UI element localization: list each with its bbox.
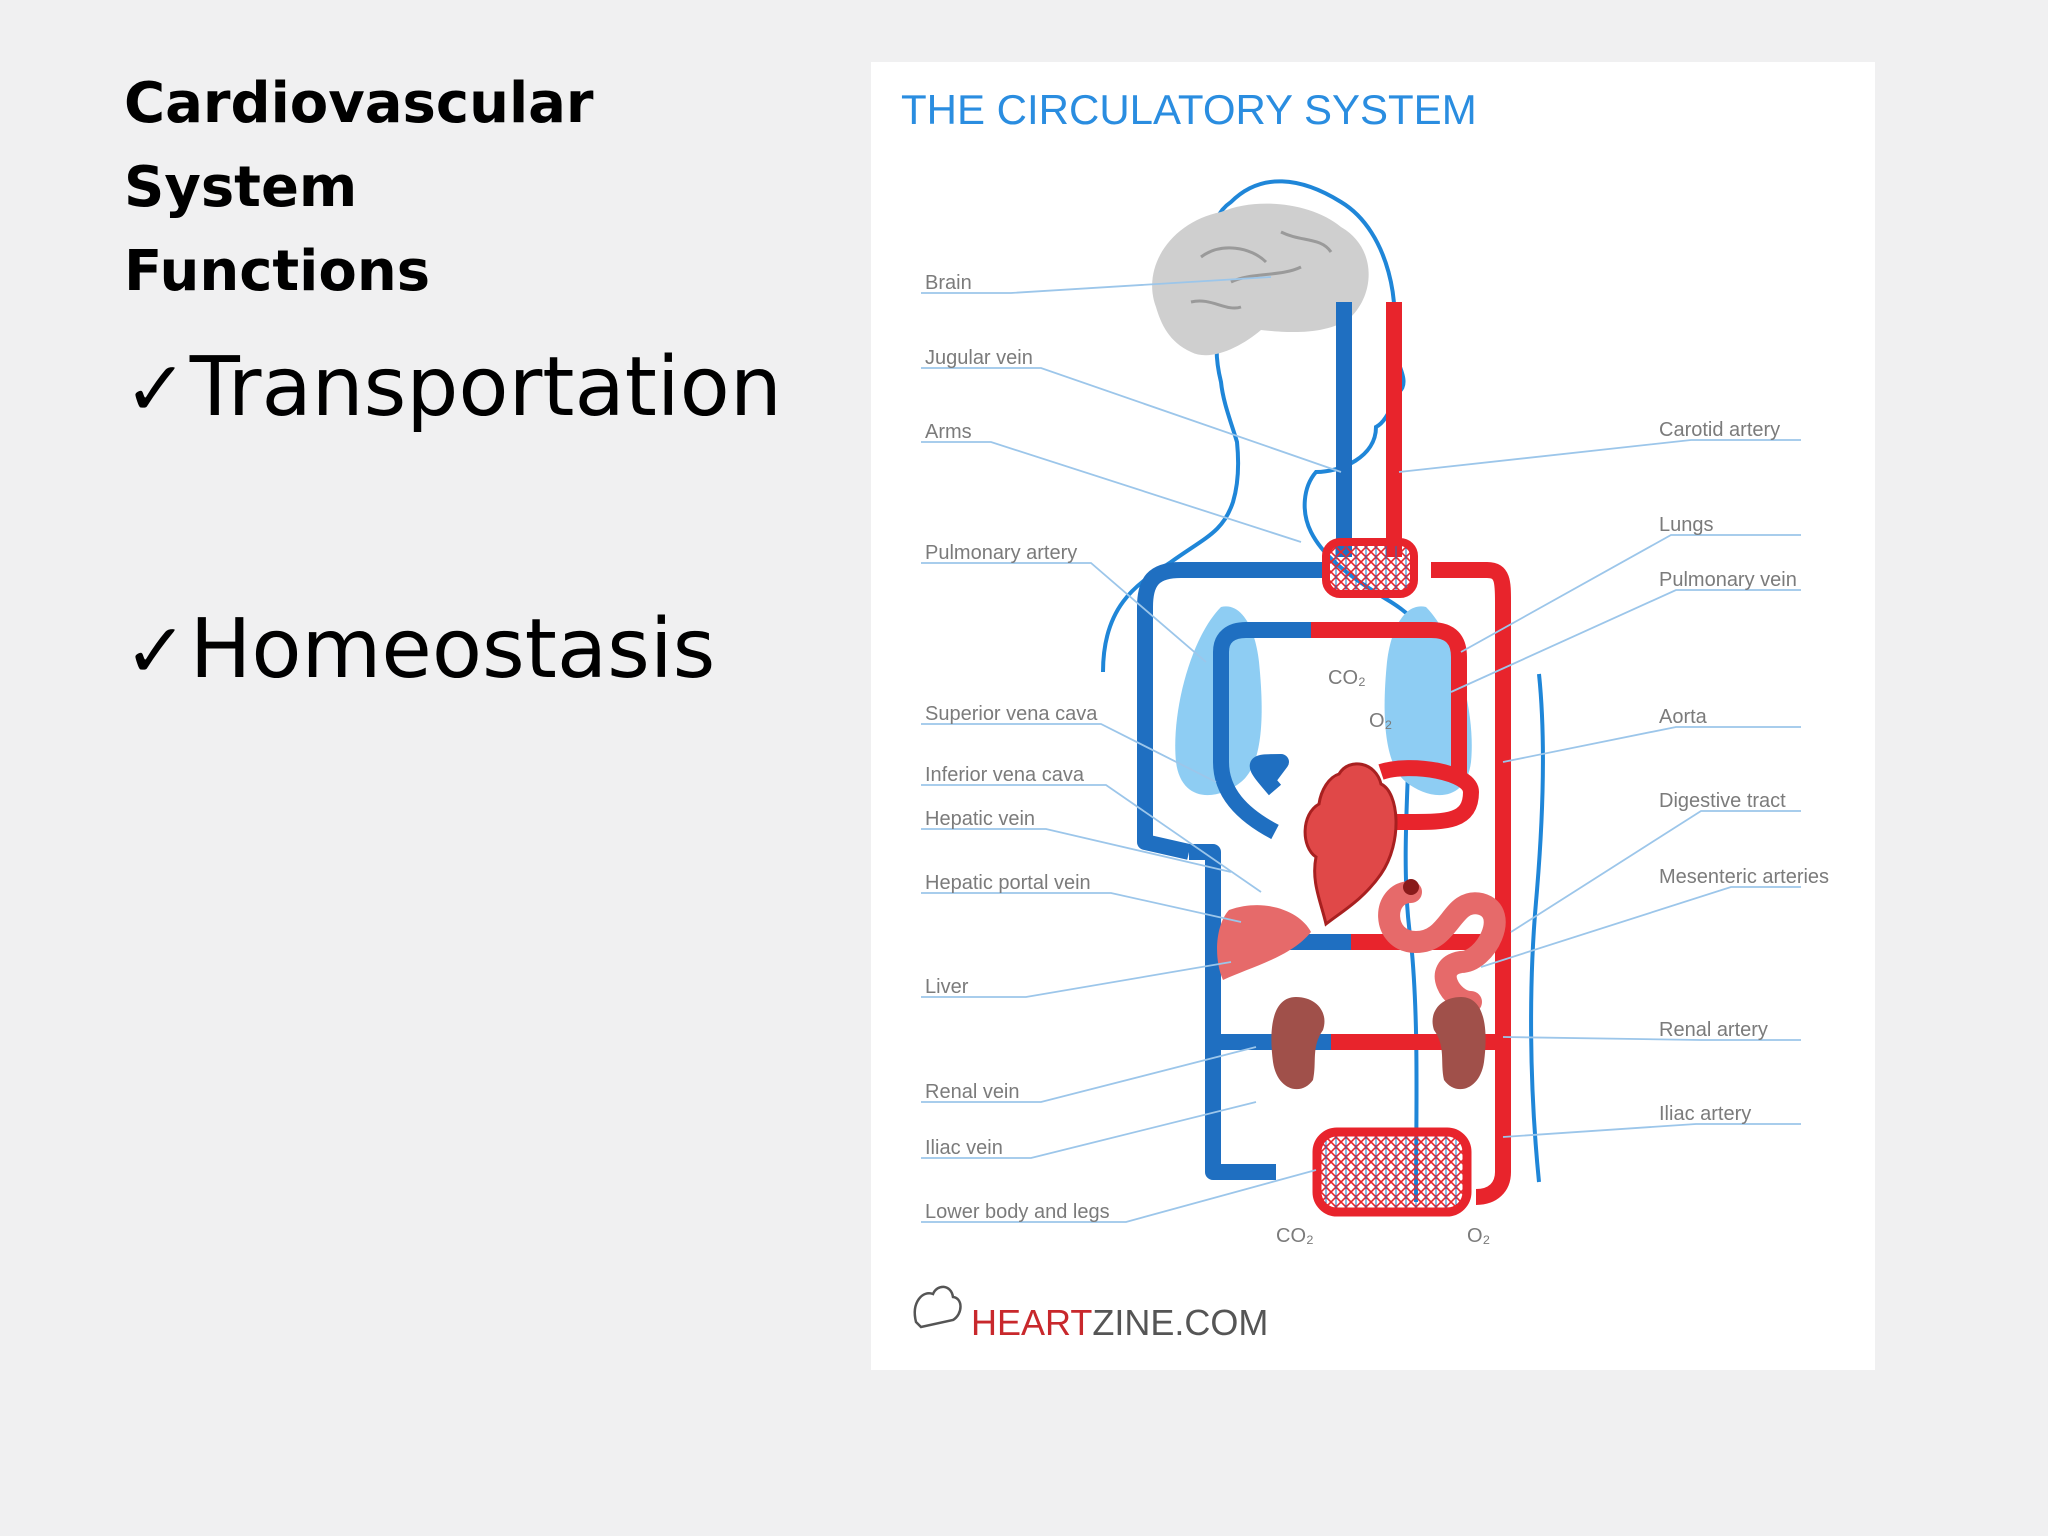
circulatory-diagram: THE CIRCULATORY SYSTEM	[901, 86, 1829, 1343]
logo-part-2: ZINE.COM	[1092, 1302, 1268, 1343]
label-co2-legs: CO₂	[1276, 1225, 1314, 1247]
spine-line	[1529, 673, 1545, 1183]
stomach-dot	[1403, 879, 1419, 895]
checkmark-icon: ✓	[124, 606, 188, 695]
label-hepatic-portal-vein: Hepatic portal vein	[925, 872, 1091, 894]
label-inferior-vena-cava: Inferior vena cava	[925, 764, 1085, 786]
title-line-3: Functions	[124, 239, 431, 304]
label-mesenteric-arteries: Mesenteric arteries	[1659, 866, 1829, 888]
body-outline	[1101, 179, 1443, 683]
slide-title: Cardiovascular System Functions	[124, 62, 684, 314]
logo-icon	[913, 1285, 962, 1329]
title-line-2: System	[124, 155, 358, 220]
kidney-left	[1271, 997, 1325, 1090]
label-renal-artery: Renal artery	[1659, 1019, 1768, 1041]
label-lungs: Lungs	[1659, 514, 1714, 536]
label-brain: Brain	[925, 272, 972, 294]
label-co2-lungs: CO₂	[1328, 667, 1366, 689]
lower-capillary-bed	[1312, 1127, 1472, 1217]
checkmark-icon: ✓	[124, 344, 188, 433]
liver-shape	[1217, 905, 1311, 980]
digestive-tract	[1378, 881, 1506, 1013]
heart-shape	[1303, 762, 1398, 927]
bullet-homeostasis: ✓Homeostasis	[124, 602, 715, 697]
label-superior-vena-cava: Superior vena cava	[925, 703, 1098, 725]
label-hepatic-vein: Hepatic vein	[925, 808, 1035, 830]
label-renal-vein: Renal vein	[925, 1081, 1020, 1103]
label-o2-lungs: O₂	[1369, 710, 1392, 732]
label-carotid-artery: Carotid artery	[1659, 419, 1780, 441]
bullet-text: Homeostasis	[189, 602, 716, 697]
figure-title: THE CIRCULATORY SYSTEM	[901, 86, 1477, 133]
upper-capillary-bed	[1322, 538, 1418, 598]
left-leader-lines	[921, 276, 1342, 1223]
title-line-1: Cardiovascular	[124, 71, 594, 136]
label-lower-body-and-legs: Lower body and legs	[925, 1201, 1110, 1223]
circulatory-system-figure: THE CIRCULATORY SYSTEM	[871, 62, 1875, 1370]
brain-folds	[1190, 230, 1333, 310]
bullet-transportation: ✓Transportation	[124, 340, 782, 435]
logo-text: HEARTZINE.COM	[971, 1302, 1268, 1343]
label-aorta: Aorta	[1659, 706, 1708, 728]
kidney-right	[1432, 997, 1486, 1090]
label-iliac-artery: Iliac artery	[1659, 1103, 1751, 1125]
logo-part-1: HEART	[971, 1302, 1092, 1343]
label-pulmonary-artery: Pulmonary artery	[925, 542, 1077, 564]
label-digestive-tract: Digestive tract	[1659, 790, 1786, 812]
lung-right	[1384, 606, 1472, 796]
heartzine-logo: HEARTZINE.COM	[913, 1285, 1268, 1343]
label-o2-legs: O₂	[1467, 1225, 1490, 1247]
bullet-text: Transportation	[189, 340, 782, 435]
label-pulmonary-vein: Pulmonary vein	[1659, 569, 1797, 591]
label-jugular-vein: Jugular vein	[925, 347, 1033, 369]
label-arms: Arms	[925, 421, 972, 443]
artery-network	[1311, 302, 1511, 1205]
label-liver: Liver	[925, 976, 969, 998]
label-iliac-vein: Iliac vein	[925, 1137, 1003, 1159]
right-leader-lines	[1398, 439, 1801, 1138]
